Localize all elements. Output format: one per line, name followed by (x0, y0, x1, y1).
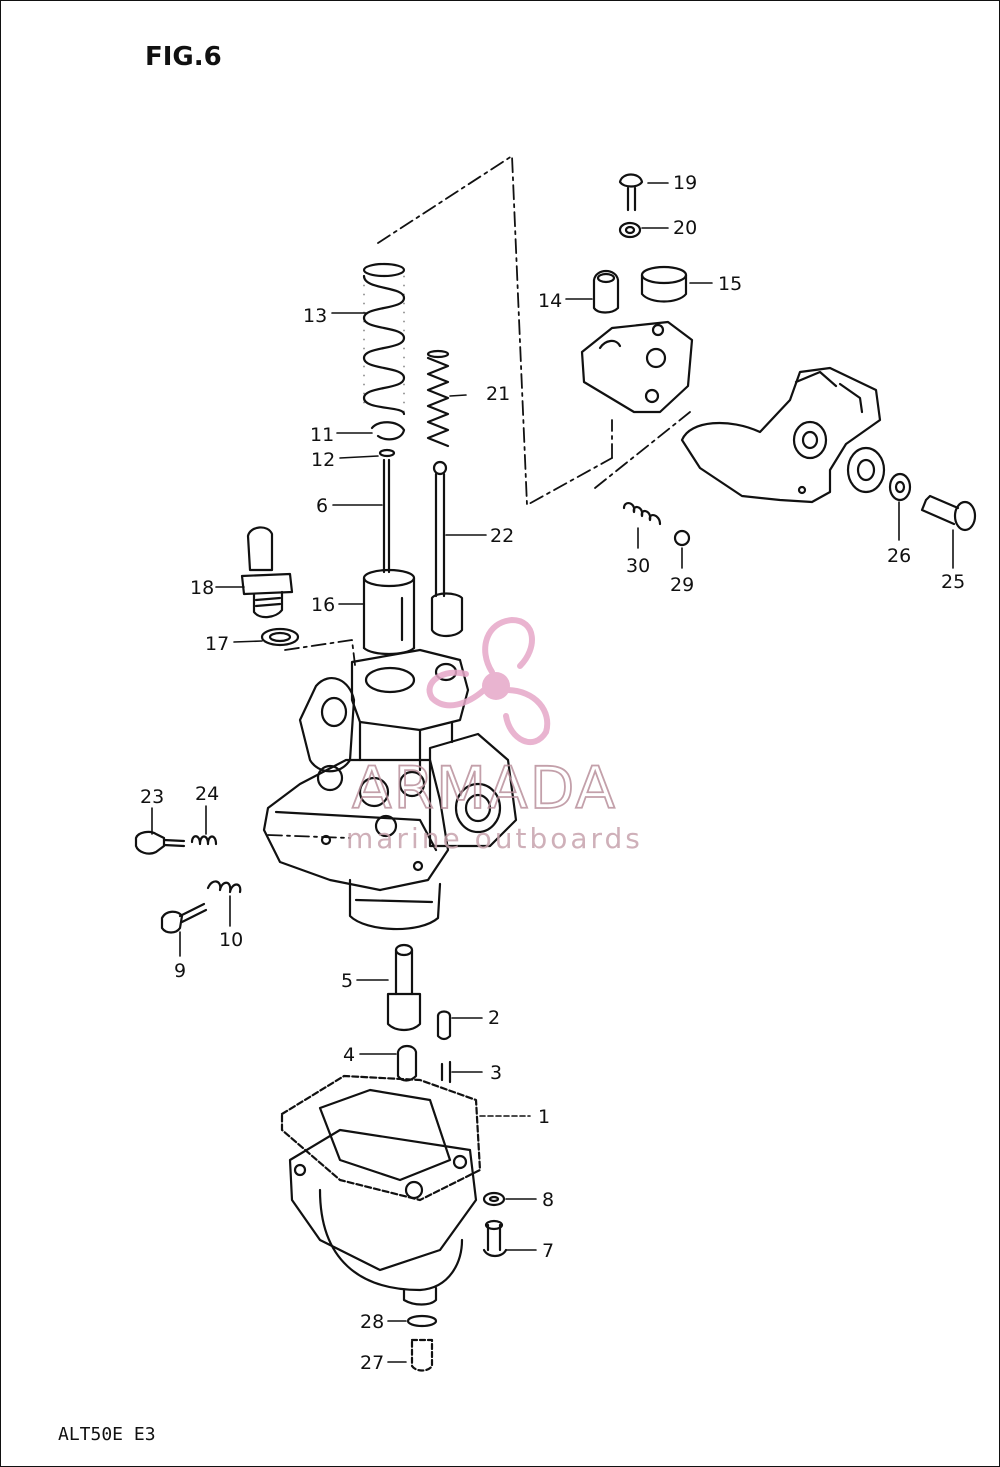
part-4-main-jet (396, 1044, 418, 1082)
callout-11: 11 (310, 424, 334, 446)
part-20-washer (618, 221, 642, 239)
callout-24: 24 (195, 783, 219, 805)
callout-1: 1 (538, 1106, 550, 1128)
part-23-pilot-screw (134, 830, 186, 855)
part-11-needle-clip (370, 421, 406, 441)
callout-13: 13 (303, 305, 327, 327)
watermark-brand: ARMADA (352, 754, 617, 822)
part-30-spring (622, 502, 662, 526)
part-15-cap (640, 265, 688, 303)
part-18-fuel-fitting (240, 526, 294, 619)
callout-4: 4 (343, 1044, 355, 1066)
part-12-e-ring (378, 448, 396, 458)
part-3-jet (440, 1060, 452, 1084)
part-17-gasket (260, 627, 300, 647)
callout-7: 7 (542, 1240, 554, 1262)
part-5-needle-jet-holder (386, 943, 422, 1032)
callout-numbers: 13 11 12 6 16 18 17 21 22 19 20 14 15 30… (140, 172, 965, 1374)
callout-leader-lines (151, 182, 954, 1363)
callout-29: 29 (670, 574, 694, 596)
callout-27: 27 (360, 1352, 384, 1374)
callout-3: 3 (490, 1062, 502, 1084)
callout-15: 15 (718, 273, 742, 295)
part-27-drain-plug (410, 1338, 434, 1372)
part-9-throttle-stop-screw (160, 902, 208, 934)
watermark: ARMADA marine outboards (346, 616, 643, 855)
part-8-washer (482, 1191, 506, 1207)
carburetor-body (262, 648, 518, 931)
float-chamber-bowl (288, 1128, 478, 1306)
callout-26: 26 (887, 545, 911, 567)
callout-16: 16 (311, 594, 335, 616)
callout-19: 19 (673, 172, 697, 194)
part-13-throttle-spring (362, 262, 406, 416)
callout-8: 8 (542, 1189, 554, 1211)
callout-21: 21 (486, 383, 510, 405)
part-29-ball (673, 529, 691, 547)
part-2-jet (436, 1010, 452, 1041)
part-28-o-ring (406, 1314, 438, 1328)
callout-22: 22 (490, 525, 514, 547)
callout-5: 5 (341, 970, 353, 992)
part-26-washer (888, 472, 912, 502)
callout-14: 14 (538, 290, 562, 312)
part-19-screw (618, 173, 644, 212)
part-6-jet-needle (382, 458, 391, 574)
callout-23: 23 (140, 786, 164, 808)
part-10-spring (206, 880, 242, 894)
callout-30: 30 (626, 555, 650, 577)
starter-bracket (580, 320, 694, 414)
part-25-screw (920, 494, 977, 532)
part-14-cap (592, 269, 620, 314)
callout-25: 25 (941, 571, 965, 593)
model-code: ALT50E E3 (58, 1424, 156, 1445)
callout-6: 6 (316, 495, 328, 517)
part-22-starter-plunger (430, 460, 464, 638)
part-24-spring (190, 835, 218, 846)
callout-9: 9 (174, 960, 186, 982)
callout-17: 17 (205, 633, 229, 655)
callout-10: 10 (219, 929, 243, 951)
callout-12: 12 (311, 449, 335, 471)
part-7-screw (482, 1219, 508, 1258)
callout-18: 18 (190, 577, 214, 599)
figure-title: FIG.6 (145, 42, 222, 72)
part-21-starter-spring (426, 349, 450, 448)
starter-lever (680, 366, 882, 504)
part-lever-bushing (846, 446, 886, 494)
watermark-tagline: marine outboards (346, 822, 643, 855)
part-16-throttle-valve (362, 568, 416, 656)
callout-20: 20 (673, 217, 697, 239)
assembly-guide-lines (267, 155, 691, 839)
armada-propeller-logo (426, 616, 551, 746)
part-1-float-chamber-gasket (280, 1074, 482, 1202)
callout-28: 28 (360, 1311, 384, 1333)
callout-2: 2 (488, 1007, 500, 1029)
